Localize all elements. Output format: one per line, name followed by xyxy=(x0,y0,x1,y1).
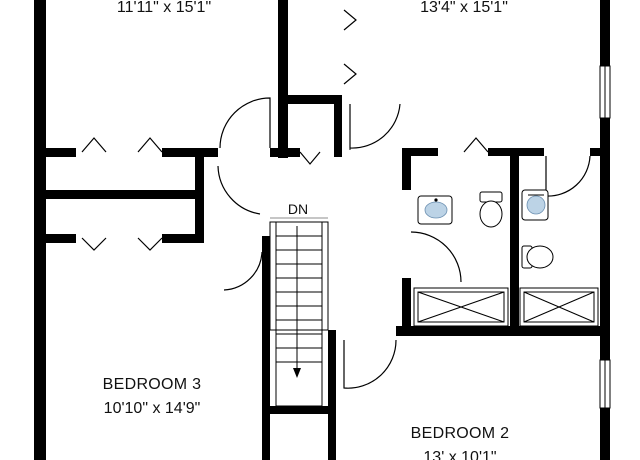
bedroom3-dims: 10'10" x 14'9" xyxy=(104,400,201,417)
bath-top-wall-c xyxy=(590,148,610,156)
door-swing-stair-left xyxy=(223,251,263,291)
bath-bottom-wall xyxy=(396,326,610,336)
stair-left-wall xyxy=(262,236,270,460)
left-exterior-wall xyxy=(34,0,46,460)
right-exterior-wall-mid xyxy=(600,118,610,360)
top-left-room-bottom-wall-c xyxy=(270,148,300,157)
door-swing-hall-mid xyxy=(217,165,261,215)
bedroom2-title: BEDROOM 2 xyxy=(411,425,510,442)
bedroom2-dims: 13' x 10'1" xyxy=(423,449,496,460)
top-left-room-bottom-wall-a xyxy=(46,148,76,157)
top-right-room-dims: 13'4" x 15'1" xyxy=(420,0,508,16)
closet-divider-vert xyxy=(195,148,204,243)
stair-right-wall xyxy=(328,330,336,460)
walls xyxy=(34,0,610,460)
bath-left-lower xyxy=(402,278,411,334)
door-swing-hall-left xyxy=(219,97,271,149)
closet-divider-upper xyxy=(46,190,196,199)
closet-bottom-wall-b xyxy=(162,234,204,243)
toilet-left-bowl xyxy=(479,200,503,228)
door-swings xyxy=(217,97,591,389)
bath-left-wall xyxy=(402,148,411,190)
closet-bottom-wall-a xyxy=(46,234,76,243)
bath-divider xyxy=(510,148,519,326)
bath-top-wall-a xyxy=(402,148,438,156)
bedroom3-title: BEDROOM 3 xyxy=(103,376,202,393)
top-left-room-bottom-wall-b xyxy=(162,148,218,157)
hall-wall-top-h xyxy=(278,95,340,104)
door-swing-bed2 xyxy=(343,339,397,389)
hall-wall-top xyxy=(278,0,288,158)
stairs-label: DN xyxy=(288,201,308,217)
stair-arrow-head xyxy=(293,368,301,378)
bifold-doors xyxy=(81,9,489,251)
stair-landing-wall xyxy=(268,406,330,414)
top-left-room-dims: 11'11" x 15'1" xyxy=(117,0,211,16)
door-swing-bath xyxy=(410,231,462,283)
door-swing-hall-right xyxy=(349,103,401,149)
windows xyxy=(599,65,611,409)
bath-fixtures xyxy=(413,189,599,327)
right-exterior-wall-lower xyxy=(600,408,610,460)
hall-wall-post xyxy=(334,95,342,157)
door-swing-right-bath xyxy=(545,155,591,197)
staircase xyxy=(269,217,329,407)
toilet-right-bowl xyxy=(526,245,554,269)
room-labels: 11'11" x 15'1" 13'4" x 15'1" DN BEDROOM … xyxy=(103,0,510,460)
right-exterior-wall-upper xyxy=(600,0,610,66)
